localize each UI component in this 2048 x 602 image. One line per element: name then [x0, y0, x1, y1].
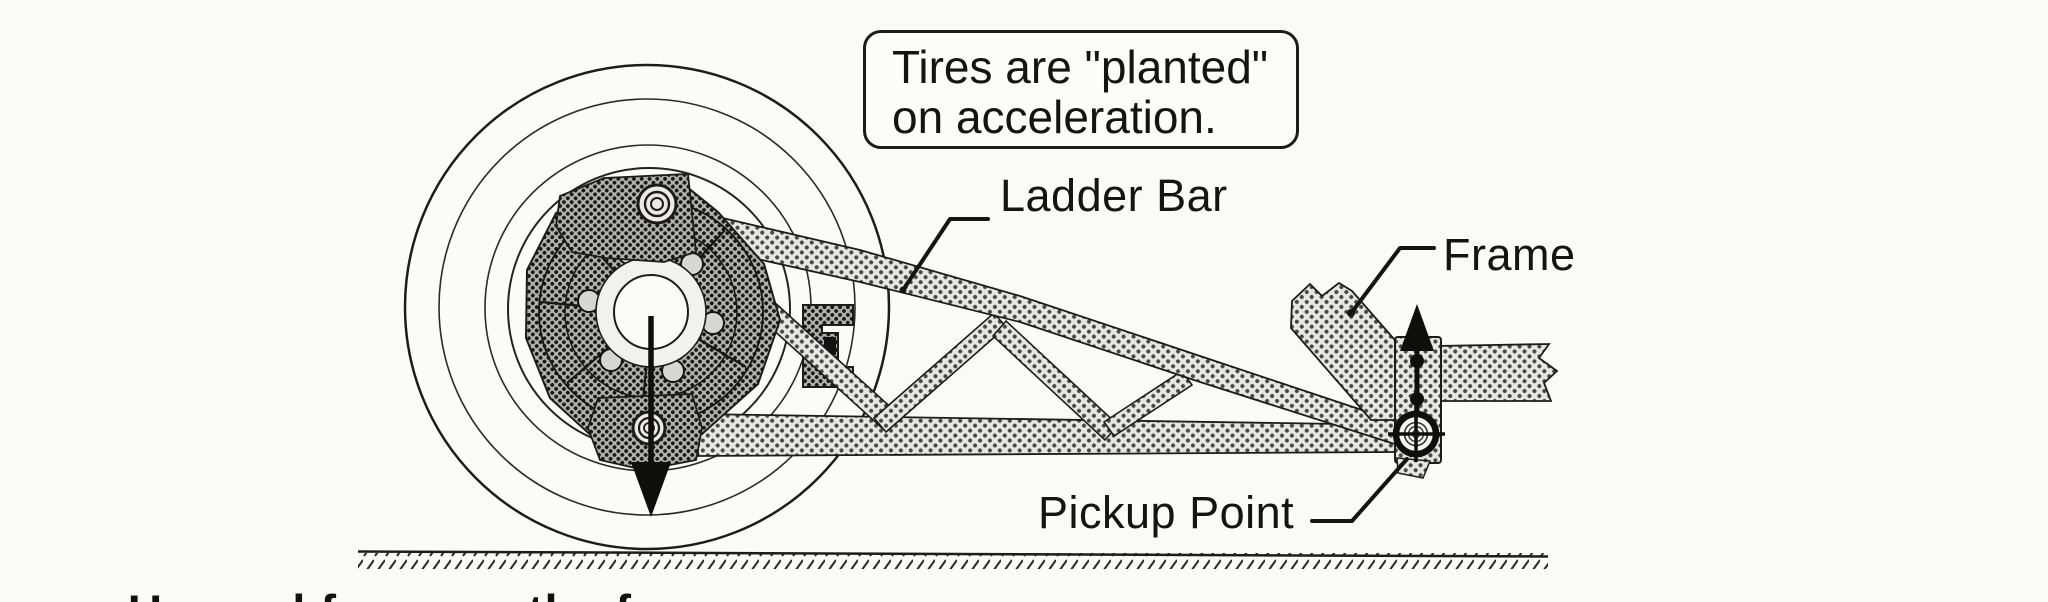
- frame-leader-dot: [1347, 309, 1355, 317]
- adjustment-hole-upper: [1410, 354, 1424, 368]
- downward-force-arrow: [631, 316, 671, 517]
- ground: [357, 550, 1549, 569]
- frame-leader-line: [1350, 246, 1436, 314]
- frame-rail: [1435, 343, 1559, 402]
- up-arrow-head: [1400, 304, 1434, 351]
- pickup-tab: [1396, 457, 1432, 479]
- adjustment-hole-lower: [1410, 392, 1424, 406]
- tire-sidewall-line: [438, 98, 856, 516]
- label-pickup-point: Pickup Point: [1038, 487, 1295, 538]
- callout-line-2: on acceleration.: [892, 91, 1217, 143]
- ladder-bar-leader-line: [901, 217, 990, 292]
- ground-line: [357, 550, 1549, 558]
- ladder-bar-diagonal-3: [991, 319, 1120, 442]
- ladder-bar-diagonal-4: [1102, 369, 1194, 438]
- ladder-bar-leader-dot: [899, 286, 907, 294]
- callout-line-1: Tires are "planted": [892, 41, 1269, 93]
- ladder-bar-diagonal-2: [872, 311, 1008, 434]
- frame-assembly: [1290, 281, 1559, 479]
- pickup-point-leader-line: [1310, 457, 1409, 523]
- label-frame: Frame: [1443, 229, 1576, 280]
- label-ladder-bar: Ladder Bar: [1000, 170, 1228, 221]
- frame-diagonal-member: [1290, 281, 1402, 421]
- upper-mount-bolt-outer: [636, 183, 678, 225]
- ladder-bar-bottom-tube: [697, 413, 1405, 457]
- callout-box: Tires are "planted" on acceleration.: [863, 30, 1299, 149]
- upper-mount-bolt-inner: [650, 197, 664, 211]
- clipped-bottom-caption: Upward force on the frame: [128, 584, 748, 602]
- ground-hatching: [358, 553, 1548, 569]
- upper-mount-bolt-mid: [643, 190, 671, 218]
- down-arrow-head: [631, 462, 671, 517]
